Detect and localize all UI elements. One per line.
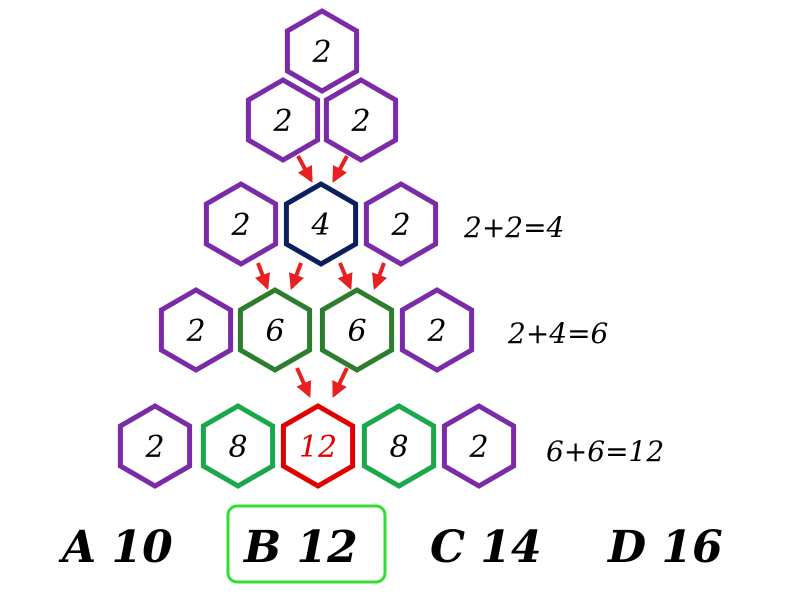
- hexagon-value: 4: [310, 208, 330, 243]
- hexagon-outline: [363, 181, 439, 267]
- option-a[interactable]: A 10: [58, 522, 173, 573]
- hexagon-cell: 6: [237, 287, 313, 373]
- hexagon-outline: [319, 287, 395, 373]
- hexagon-outline: [399, 287, 475, 373]
- hexagon-value: 12: [299, 430, 337, 465]
- hexagon-outline: [117, 403, 193, 489]
- hexagon-outline: [441, 403, 517, 489]
- hexagon-cell: 2: [284, 8, 360, 94]
- option-d[interactable]: D 16: [606, 522, 723, 573]
- hexagon-value: 2: [426, 314, 446, 349]
- hexagon-value: 2: [230, 208, 250, 243]
- down-arrow-icon: [372, 262, 387, 290]
- hexagon-value: 2: [390, 208, 410, 243]
- hexagon-cell: 2: [117, 403, 193, 489]
- down-arrow-icon: [289, 262, 304, 290]
- hexagon-cell: 2: [399, 287, 475, 373]
- hexagon-cell: 2: [245, 77, 321, 163]
- hexagon-outline: [203, 181, 279, 267]
- correct-answer-highlight: [226, 504, 387, 584]
- hexagon-outline: [280, 403, 356, 489]
- hexagon-cell: 8: [200, 403, 276, 489]
- down-arrow-icon: [255, 262, 270, 290]
- hexagon-cell: 2: [158, 287, 234, 373]
- hexagon-value: 2: [468, 430, 488, 465]
- hexagon-outline: [284, 8, 360, 94]
- hexagon-value: 2: [144, 430, 164, 465]
- down-arrow-icon: [332, 367, 349, 398]
- equation-row-3: 2+2=4: [463, 211, 564, 244]
- hexagon-outline: [237, 287, 313, 373]
- equation-row-5: 6+6=12: [546, 435, 664, 468]
- hexagon-outline: [283, 181, 359, 267]
- option-b[interactable]: B 12: [242, 522, 358, 573]
- option-c[interactable]: C 14: [430, 522, 542, 573]
- down-arrow-icon: [332, 155, 349, 183]
- hexagon-value: 8: [228, 430, 247, 465]
- hexagon-value: 2: [350, 104, 370, 139]
- hexagon-value: 2: [311, 35, 331, 70]
- hexagon-cell: 6: [319, 287, 395, 373]
- equation-row-4: 2+4=6: [507, 317, 608, 350]
- hexagon-outline: [361, 403, 437, 489]
- down-arrow-icon: [295, 367, 312, 398]
- equations: 2+2=4 2+4=6 6+6=12: [463, 211, 664, 468]
- hexagon-outline: [323, 77, 399, 163]
- hexagon-outline: [200, 403, 276, 489]
- arrows-layer: [255, 155, 387, 398]
- hexagon-value: 2: [185, 314, 205, 349]
- hexagon-value: 6: [347, 314, 366, 349]
- hexagon-cell: 2: [363, 181, 439, 267]
- hexagon-cell: 8: [361, 403, 437, 489]
- hexagon-cell: 2: [323, 77, 399, 163]
- hexagon-cell: 4: [283, 181, 359, 267]
- hexagon-outline: [158, 287, 234, 373]
- hexagon-value: 2: [272, 104, 292, 139]
- down-arrow-icon: [296, 155, 313, 183]
- hexagon-cell: 2: [203, 181, 279, 267]
- hexagon-cell: 2: [441, 403, 517, 489]
- hexagon-cell: 12: [280, 403, 356, 489]
- hexagon-outline: [245, 77, 321, 163]
- answer-options: A 10 B 12 C 14 D 16: [58, 504, 723, 584]
- hexagon-value: 8: [389, 430, 408, 465]
- down-arrow-icon: [337, 262, 353, 290]
- hexagon-value: 6: [265, 314, 284, 349]
